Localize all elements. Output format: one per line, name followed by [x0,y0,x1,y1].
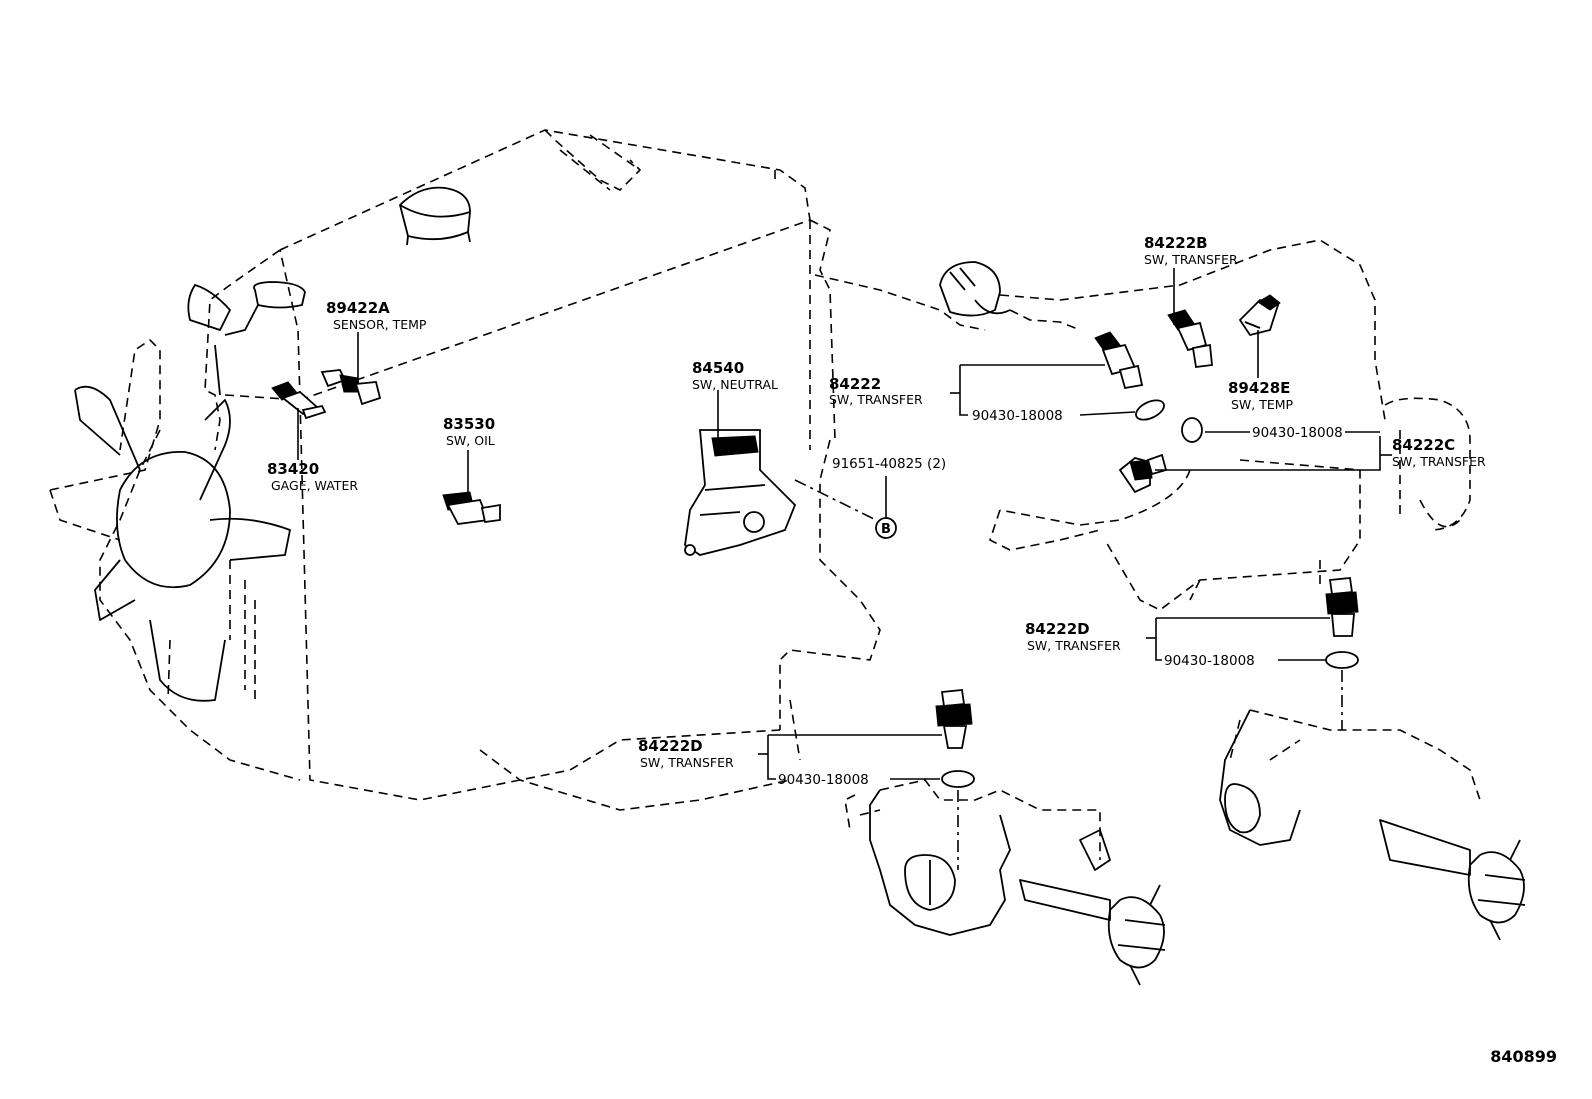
transfer-switch-84222D-rear-icon [1325,577,1359,637]
part-number: 83420 [267,460,319,478]
engine-outline [49,129,881,811]
part-number: 84222C [1392,436,1455,454]
water-gage-icon [271,381,327,420]
part-number: 90430-18008 [1252,425,1343,441]
callout-84222D-front: 84222D SW, TRANSFER [638,737,734,770]
part-desc: SW, TRANSFER [829,392,923,407]
gasket-icon [1325,651,1359,669]
transfer-switch-84222B-icon [1167,309,1213,369]
temp-switch-89428E-icon [1238,294,1281,337]
callout-84222: 84222 SW, TRANSFER [829,375,923,407]
part-number: 84222 [829,375,881,393]
part-desc: SW, TRANSFER [1027,638,1121,653]
gasket-icon [1181,417,1203,443]
callout-90430-b: 90430-18008 [1252,425,1343,441]
callout-90430-d: 90430-18008 [778,772,869,788]
part-number: 89428E [1228,379,1290,397]
transfer-switch-84222C-icon [1118,453,1168,494]
part-desc: SW, TRANSFER [640,755,734,770]
figure-number: 840899 [1490,1047,1557,1066]
part-number: 84222D [1025,620,1090,638]
part-desc: SW, NEUTRAL [692,377,778,392]
transfer-case-outline [814,239,1471,611]
callout-89422A: 89422A SENSOR, TEMP [326,299,427,332]
part-desc: SW, TEMP [1231,397,1294,412]
callout-89428E: 89428E SW, TEMP [1228,379,1294,412]
temp-sensor-icon [320,369,382,406]
callout-84222D-rear: 84222D SW, TRANSFER [1025,620,1121,653]
part-desc: SW, TRANSFER [1144,252,1238,267]
callout-83420: 83420 GAGE, WATER [267,460,358,493]
part-desc: SENSOR, TEMP [333,317,427,332]
part-number: 90430-18008 [972,408,1063,424]
callout-84222C: 84222C SW, TRANSFER [1392,436,1486,469]
part-desc: GAGE, WATER [271,478,358,493]
part-number: 84222D [638,737,703,755]
bolt-marker-label: B [881,522,891,537]
part-number: 84222B [1144,234,1208,252]
callout-90430-c: 90430-18008 [1164,653,1255,669]
callout-90430-a: 90430-18008 [972,408,1063,424]
part-number: 84540 [692,359,744,377]
callout-84540: 84540 SW, NEUTRAL [692,359,778,392]
gasket-icon [941,770,975,788]
rear-axle-outline [1219,709,1526,941]
leader-lines [297,268,1392,870]
callout-84222B: 84222B SW, TRANSFER [1144,234,1238,267]
part-number: 90430-18008 [1164,653,1255,669]
part-number: 91651-40825 (2) [832,456,946,472]
part-number: 83530 [443,415,495,433]
transfer-switch-84222D-front-icon [935,689,973,749]
oil-switch-icon [442,491,501,525]
part-number: 89422A [326,299,390,317]
gasket-icon [1135,399,1165,421]
part-number: 90430-18008 [778,772,869,788]
transfer-switch-84222-icon [1094,331,1144,390]
neutral-switch-icon [684,429,797,556]
callout-91651: 91651-40825 (2) [832,456,946,472]
front-axle-outline [844,779,1166,986]
part-desc: SW, TRANSFER [1392,454,1486,469]
callout-83530: 83530 SW, OIL [443,415,495,448]
part-desc: SW, OIL [446,433,495,448]
